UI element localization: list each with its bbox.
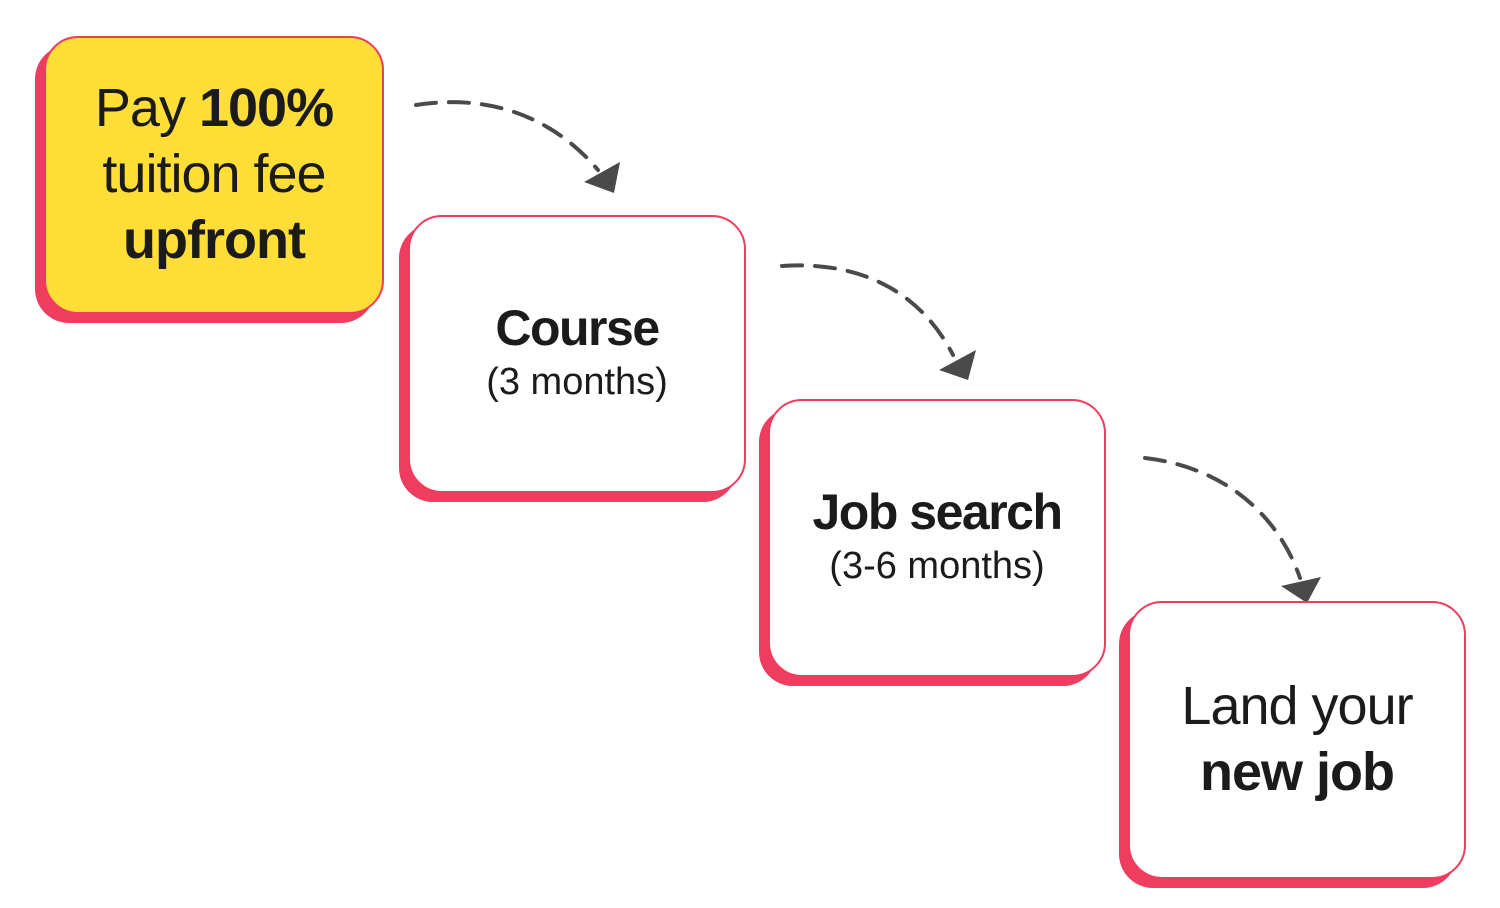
- step-1-percent-text: 100%: [198, 78, 334, 139]
- step-3-title: Job search: [812, 483, 1063, 540]
- step-4-line-2: new job: [1200, 742, 1395, 802]
- step-1-line-1: Pay 100%: [94, 76, 334, 142]
- step-4-line-1: Land your: [1181, 676, 1413, 737]
- step-2-duration: (3 months): [486, 361, 668, 404]
- step-3-duration: (3-6 months): [829, 545, 1045, 588]
- step-course-card: Course (3 months): [408, 215, 746, 493]
- step-2-title: Course: [495, 299, 660, 356]
- arrow-3-icon: [1143, 456, 1321, 603]
- arrow-1-icon: [414, 100, 620, 193]
- arrow-2-icon: [780, 263, 976, 380]
- step-1-line-3: upfront: [123, 209, 306, 270]
- step-pay-upfront-card: Pay 100% tuition fee upfront: [44, 36, 384, 314]
- step-1-line-2: tuition fee: [102, 144, 326, 205]
- step-job-search-card: Job search (3-6 months): [768, 399, 1106, 677]
- step-1-pay-text: Pay: [94, 78, 199, 139]
- step-land-job-card: Land your new job: [1128, 601, 1466, 879]
